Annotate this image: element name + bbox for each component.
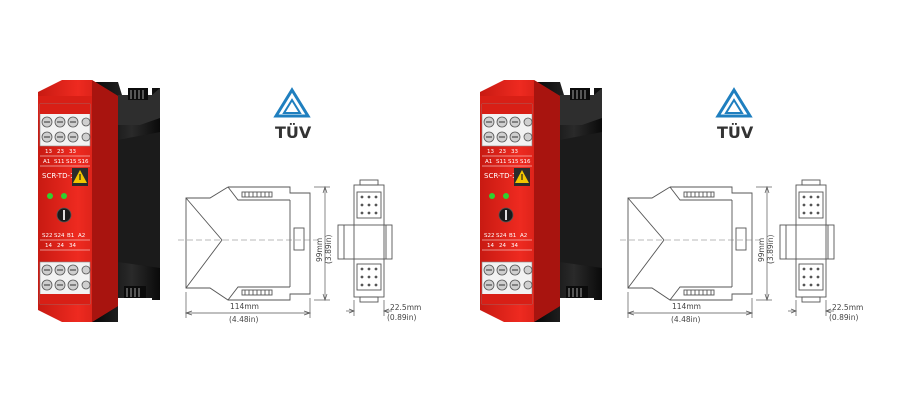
side-profile-drawing	[185, 186, 311, 301]
top-terminal-block	[481, 103, 533, 147]
terminal-label: 13	[45, 149, 52, 155]
width-mm-label: 22.5mm	[390, 303, 421, 312]
front-view-screw-holes	[802, 195, 820, 287]
terminal-label: S24	[54, 233, 65, 239]
panel-1-svg: 13 23 33 A1 S11 S15 S16 SCR-TD-1	[38, 80, 421, 324]
product-panel-2: 13 23 33 A1 S11 S15 S16 SCR-TD-1	[442, 0, 892, 400]
terminal-label: 23	[57, 149, 64, 155]
warning-triangle-icon	[72, 168, 88, 186]
panel-2-svg: 13 23 33 A1 S11 S15 S16 SCR-TD-1	[480, 80, 863, 324]
height-mm-label: 99mm	[315, 238, 324, 262]
terminal-label: A1	[485, 159, 492, 165]
bottom-terminal-block	[481, 261, 533, 305]
depth-dimension-line	[184, 292, 312, 318]
terminal-label: 13	[487, 149, 494, 155]
width-mm-label: 22.5mm	[832, 303, 863, 312]
status-led-icon	[47, 193, 67, 199]
front-view-drawing	[779, 179, 835, 303]
terminal-label: 24	[499, 243, 506, 249]
width-in-label: (0.89in)	[829, 313, 858, 322]
height-in-label: (3.89in)	[324, 235, 333, 264]
width-dimension-line	[346, 300, 392, 316]
height-dimension-line	[314, 185, 330, 302]
side-profile-drawing	[627, 186, 753, 301]
top-terminal-labels: 13 23 33 A1 S11 S15 S16	[485, 149, 531, 165]
bottom-terminal-labels: S22 S24 B1 A2 14 24 34	[42, 233, 85, 249]
depth-dimension-line	[626, 292, 754, 318]
terminal-label: 34	[69, 243, 76, 249]
terminal-label: 14	[487, 243, 494, 249]
depth-in-label: (4.48in)	[671, 315, 700, 324]
adjustment-dial-icon	[56, 207, 72, 223]
bottom-terminal-block	[39, 261, 91, 305]
terminal-label: A2	[520, 233, 527, 239]
tuv-logo-icon	[715, 87, 753, 118]
bottom-terminal-labels: S22 S24 B1 A2 14 24 34	[484, 233, 527, 249]
model-label: SCR-TD-1	[484, 172, 516, 180]
top-terminal-block	[39, 103, 91, 147]
width-in-label: (0.89in)	[387, 313, 416, 322]
adjustment-dial-icon	[498, 207, 514, 223]
terminal-label: A1	[43, 159, 50, 165]
terminal-label: A2	[78, 233, 85, 239]
terminal-label: 33	[69, 149, 76, 155]
terminal-label: S15	[508, 159, 519, 165]
top-terminal-labels: 13 23 33 A1 S11 S15 S16	[43, 149, 89, 165]
height-dimension-line	[756, 185, 772, 302]
width-dimension-line	[788, 300, 834, 316]
product-panel-1: 13 23 33 A1 S11 S15 S16 SCR-TD-1	[38, 80, 421, 324]
depth-mm-label: 114mm	[672, 302, 701, 311]
model-label: SCR-TD-1	[42, 172, 74, 180]
side-profile-hatching	[686, 192, 712, 295]
depth-in-label: (4.48in)	[229, 315, 258, 324]
terminal-label: B1	[509, 233, 516, 239]
height-mm-label: 99mm	[757, 238, 766, 262]
certification-mark: TÜV	[275, 123, 312, 142]
tuv-logo-icon	[273, 87, 311, 118]
terminal-label: S22	[42, 233, 53, 239]
terminal-label: 33	[511, 149, 518, 155]
terminal-label: 34	[511, 243, 518, 249]
terminal-label: S11	[54, 159, 65, 165]
terminal-label: 23	[499, 149, 506, 155]
terminal-label: S16	[78, 159, 89, 165]
front-view-screw-holes	[360, 195, 378, 287]
warning-triangle-icon	[514, 168, 530, 186]
terminal-label: S11	[496, 159, 507, 165]
certification-mark: TÜV	[717, 123, 754, 142]
terminal-label: S22	[484, 233, 495, 239]
terminal-label: S16	[520, 159, 531, 165]
status-led-icon	[489, 193, 509, 199]
terminal-label: 24	[57, 243, 64, 249]
terminal-label: 14	[45, 243, 52, 249]
terminal-label: S24	[496, 233, 507, 239]
terminal-label: B1	[67, 233, 74, 239]
side-profile-hatching	[244, 192, 270, 295]
front-view-drawing	[337, 179, 393, 303]
depth-mm-label: 114mm	[230, 302, 259, 311]
height-in-label: (3.89in)	[766, 235, 775, 264]
terminal-label: S15	[66, 159, 77, 165]
